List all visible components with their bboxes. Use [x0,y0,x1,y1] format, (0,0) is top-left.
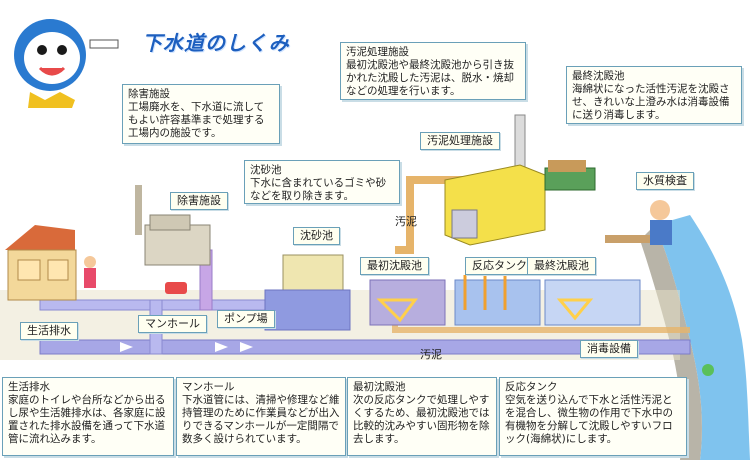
callout-final-settling: 最終沈殿池 海綿状になった活性汚泥を沈殿させ、きれいな上澄み水は消毒設備に送り消… [566,66,742,124]
callout-heading: 反応タンク [505,381,558,393]
flow-arrow-3 [120,342,133,352]
scientist-head [650,200,670,220]
tag-pump: ポンプ場 [217,310,275,328]
reaction-tank [454,279,541,326]
tag-manhole: マンホール [138,315,207,333]
factory-chimney [135,185,142,235]
tag-primary: 最初沈殿池 [360,257,429,275]
callout-manhole: マンホール 下水道管には、清掃や修理など維持管理のために作業員などが出入りできる… [176,377,346,456]
callout-grit-chamber: 沈砂池 下水に含まれているゴミや砂などを取り除きます。 [244,160,400,204]
callout-body: 家庭のトイレや台所などから出るし尿や生活雑排水は、各家庭に設置された排水設備を通… [8,394,166,445]
label-sludge-upper: 汚泥 [395,215,417,228]
final-sludge-scraper [556,298,594,321]
house-window [17,259,41,281]
grit-chamber-structure [282,254,344,291]
mascot-hand [89,39,119,49]
tag-water-quality: 水質検査 [636,172,694,190]
air-pipe [463,275,507,310]
truck-cargo [548,160,586,172]
callout-body: 下水道管には、清掃や修理など維持管理のために作業員などが出入りできるマンホールが… [182,394,340,445]
scientist-body [650,220,672,245]
mascot-face-inner [24,32,80,84]
factory-shed [149,214,191,231]
callout-heading: 沈砂池 [250,164,282,176]
tag-reaction: 反応タンク [465,257,534,275]
person-icon [84,256,96,268]
callout-sludge-treatment: 汚泥処理施設 最初沈殿池や最終沈殿池から引き抜かれた沈殿した汚泥は、脱水・焼却な… [340,42,526,100]
callout-reaction-tank: 反応タンク 空気を送り込んで下水と活性汚泥とを混合し、微生物の作用で下水中の有機… [499,377,687,456]
car-icon [165,282,187,294]
tag-sludge-facility: 汚泥処理施設 [420,132,500,150]
callout-heading: 生活排水 [8,381,50,393]
tag-final: 最終沈殿池 [527,257,596,275]
factory-building [144,224,211,266]
final-settling-tank [544,279,641,326]
callout-body: 空気を送り込んで下水と活性汚泥とを混合し、微生物の作用で下水中の有機物を分解して… [505,394,673,445]
mascot-eye-left [37,45,47,55]
tag-disinfection: 消毒設備 [580,340,638,358]
callout-body: 最初沈殿池や最終沈殿池から引き抜かれた沈殿した汚泥は、脱水・焼却などの処理を行い… [346,59,514,97]
frog-icon [702,364,714,376]
mascot-eye-right [57,45,67,55]
callout-primary-settling: 最初沈殿池 次の反応タンクで処理しやすくするため、最初沈殿池では比較的沈みやすい… [347,377,497,456]
callout-heading: マンホール [182,381,235,393]
main-sewer-pipe [39,339,691,355]
primary-sludge-scraper [376,298,418,323]
mascot-mouth [38,66,66,76]
callout-body: 次の反応タンクで処理しやすくするため、最初沈殿池では比較的沈みやすい固形物を除去… [353,394,490,445]
lab-table [605,235,670,243]
flow-arrow-1 [215,342,228,352]
tag-grit: 沈砂池 [293,227,340,245]
sludge-tank [451,209,478,239]
callout-heading: 汚泥処理施設 [346,46,409,58]
tag-household: 生活排水 [20,322,78,340]
callout-heading: 除害施設 [128,88,170,100]
callout-heading: 最初沈殿池 [353,381,406,393]
callout-pre-treatment: 除害施設 工場廃水を、下水道に流してもよい許容基準まで処理する工場内の施設です。 [122,84,280,144]
callout-heading: 最終沈殿池 [572,70,625,82]
house-roof [5,225,75,250]
tag-pretreatment: 除害施設 [170,192,228,210]
label-sludge-lower: 汚泥 [420,348,442,361]
callout-body: 下水に含まれているゴミや砂などを取り除きます。 [250,177,387,202]
flow-arrow-2 [240,342,253,352]
callout-body: 工場廃水を、下水道に流してもよい許容基準まで処理する工場内の施設です。 [128,101,265,139]
person-body [84,268,96,288]
house-window-2 [47,259,69,281]
callout-household: 生活排水 家庭のトイレや台所などから出るし尿や生活雑排水は、各家庭に設置された排… [2,377,174,456]
mascot-feet [28,92,75,108]
river [655,215,750,460]
callout-body: 海綿状になった活性汚泥を沈殿させ、きれいな上澄み水は消毒設備に送り消毒します。 [572,83,730,121]
page-title: 下水道のしくみ [142,31,290,55]
grit-chamber-tank [264,289,351,331]
